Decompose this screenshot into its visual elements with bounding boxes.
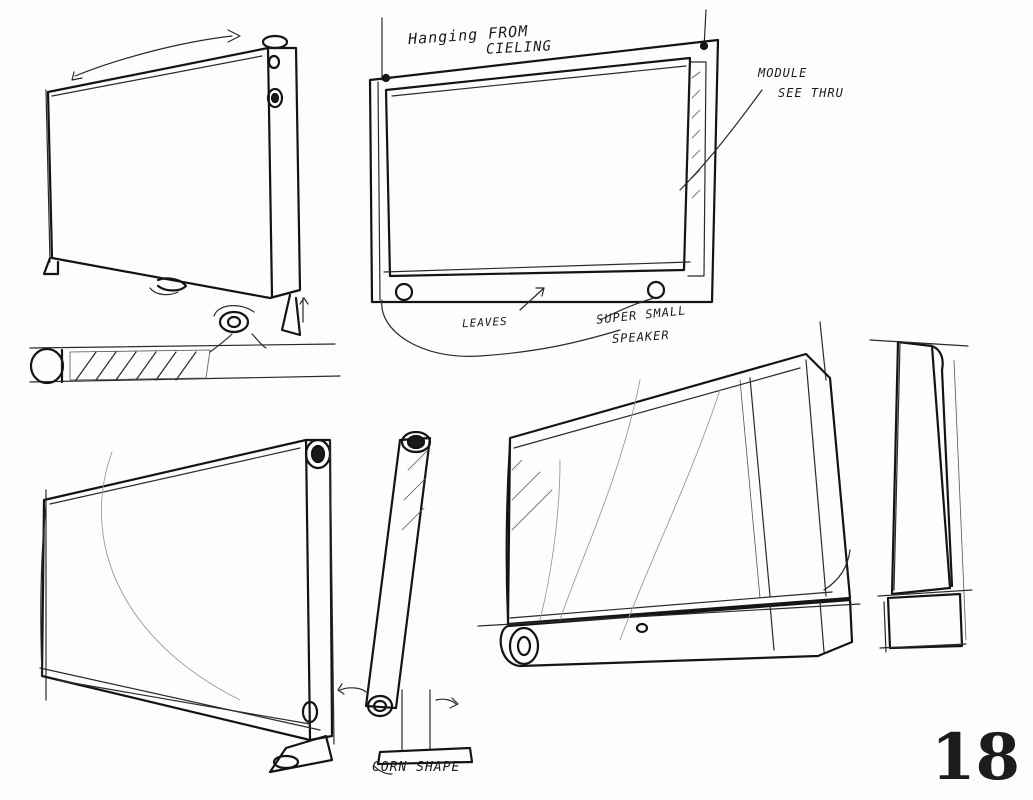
sketch-tilt-stand [337,430,474,775]
annotation-label-left: LEAVES [461,314,509,331]
annotation-stand-shape: CORN SHAPE [372,760,461,775]
annotation-module-line2: SEE THRU [778,86,844,100]
sketch-standing-panel [42,29,309,337]
sketch-speaker-detail [29,305,341,385]
page-number: 18 [931,720,1021,795]
sketch-tv-speaker-bar [477,321,861,668]
sketch-side-profile [869,339,973,653]
sketch-large-panel [39,438,335,774]
annotation-module-line1: MODULE [758,66,808,80]
sketch-hanging-frame [368,9,763,357]
